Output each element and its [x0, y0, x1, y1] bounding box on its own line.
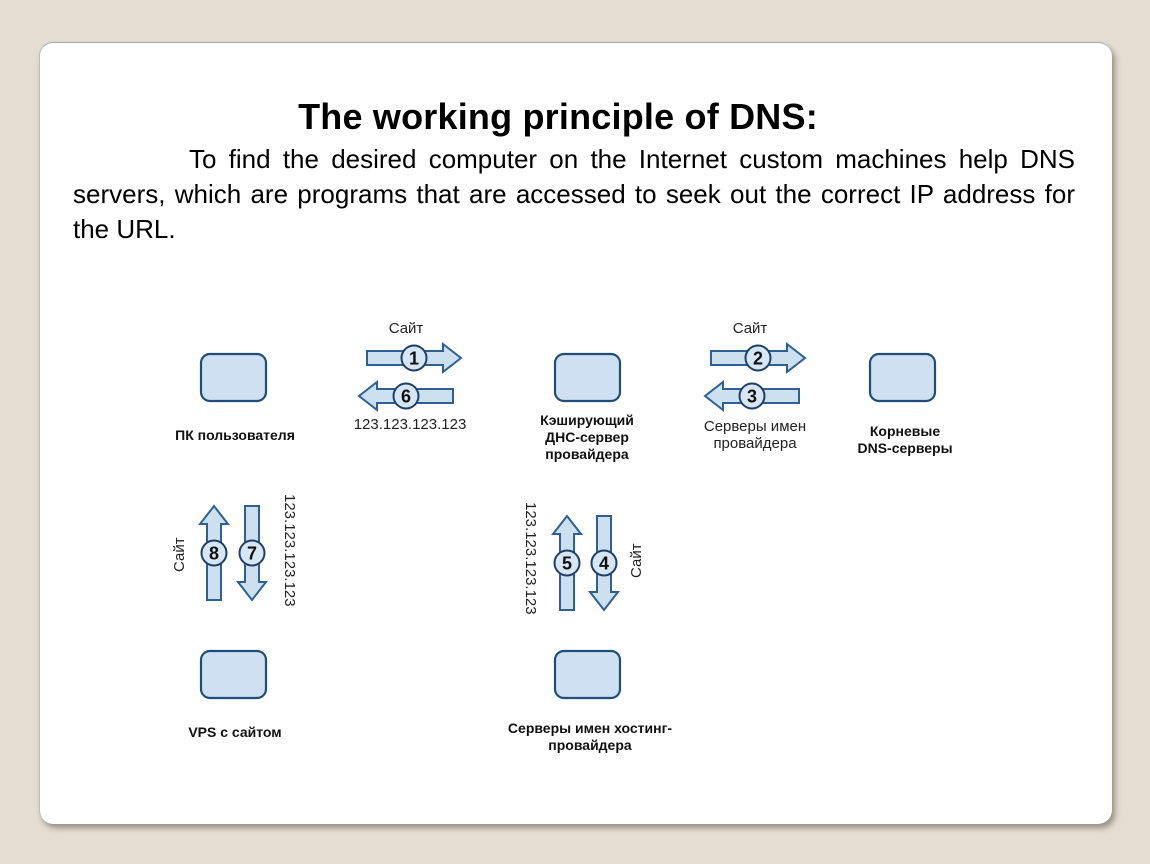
- slide-paragraph: To find the desired computer on the Inte…: [73, 142, 1075, 247]
- step-badge: [738, 382, 766, 410]
- step-number: 6: [401, 387, 411, 407]
- step-badge: [238, 539, 266, 567]
- step-badge: [744, 344, 772, 372]
- paragraph-text: To find the desired computer on the Inte…: [73, 144, 1075, 244]
- step-number: 4: [599, 554, 609, 574]
- arrow-step-8: 8: [197, 504, 231, 601]
- arrow-step-6: 6: [357, 379, 454, 413]
- node-label-vps: VPS с сайтом: [188, 724, 282, 740]
- step-number: 5: [562, 554, 572, 574]
- node-root-dns: [868, 352, 937, 403]
- arrow-label-step6: 123.123.123.123: [353, 416, 467, 433]
- step-number: 3: [747, 387, 757, 407]
- arrow-label-step1: Сайт: [388, 320, 424, 337]
- step-number: 7: [247, 544, 257, 564]
- arrow-step-2: 2: [710, 341, 807, 375]
- step-badge: [392, 382, 420, 410]
- arrow-step-7: 7: [235, 505, 269, 602]
- step-number: 2: [753, 349, 763, 369]
- step-number: 8: [209, 544, 219, 564]
- arrow-label-step7: 123.123.123.123: [281, 494, 298, 607]
- node-label-hosting-ns: Серверы имен хостинг- провайдера: [507, 720, 673, 753]
- step-badge: [200, 539, 228, 567]
- arrow-label-step8: Сайт: [171, 537, 188, 572]
- arrow-label-step4: Сайт: [628, 543, 645, 578]
- node-label-root-dns: Корневые DNS-серверы: [857, 423, 953, 456]
- arrow-label-step2: Сайт: [732, 320, 768, 337]
- arrow-step-1: 1: [366, 341, 463, 375]
- node-hosting-ns: [553, 649, 622, 700]
- step-badge: [400, 344, 428, 372]
- slide-title: The working principle of DNS:: [298, 96, 818, 137]
- step-badge: [590, 549, 618, 577]
- node-vps: [199, 649, 268, 700]
- arrow-step-3: 3: [703, 379, 800, 413]
- node-label-caching-dns: Кэширующий ДНС-сервер провайдера: [540, 412, 634, 462]
- step-badge: [553, 549, 581, 577]
- node-label-user-pc: ПК пользователя: [175, 427, 295, 443]
- node-caching-dns: [553, 352, 622, 403]
- arrow-label-step5: 123.123.123.123: [522, 502, 539, 615]
- node-user-pc: [199, 352, 268, 403]
- arrow-label-step3: Серверы имен провайдера: [703, 418, 807, 452]
- arrow-step-5: 5: [550, 514, 584, 611]
- arrow-step-4: 4: [587, 515, 621, 612]
- step-number: 1: [409, 349, 419, 369]
